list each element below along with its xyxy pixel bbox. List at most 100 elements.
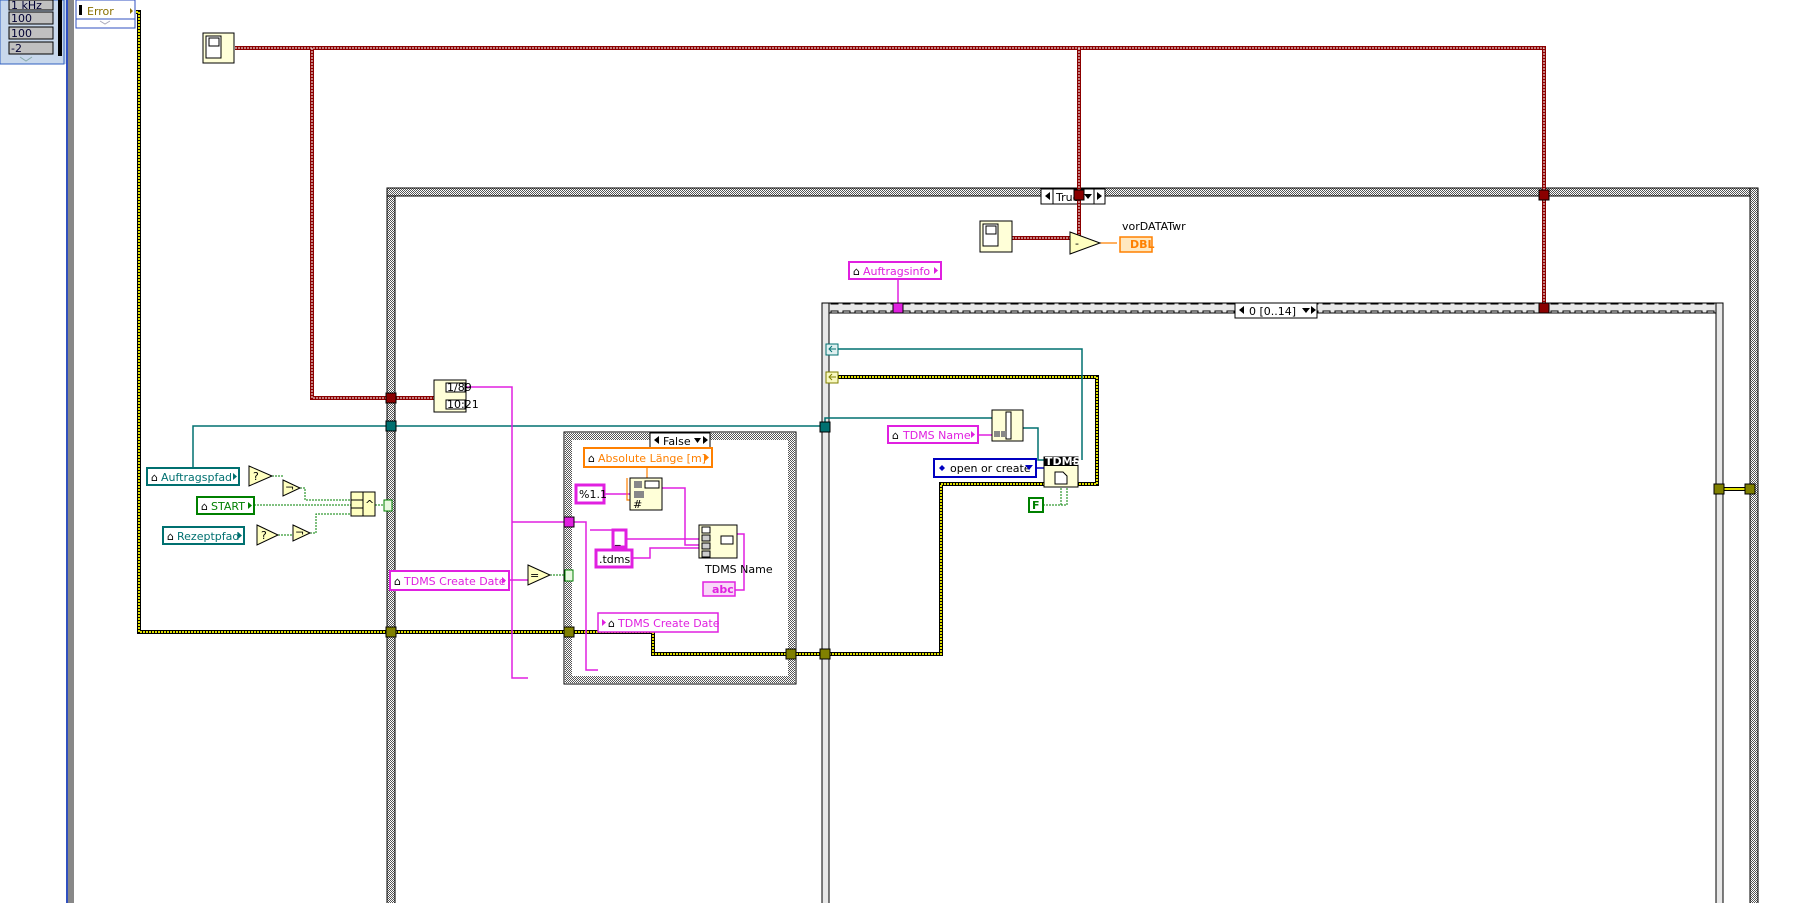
not-node[interactable]: ¬ xyxy=(292,524,312,542)
tdms-name-local[interactable]: ⌂ TDMS Name xyxy=(887,425,979,444)
error-tunnel xyxy=(819,648,831,660)
chevron-down-icon xyxy=(99,20,111,25)
home-icon: ⌂ xyxy=(167,530,174,543)
local-label: TDMS Create Date xyxy=(403,575,506,588)
indicator-type: abc xyxy=(712,583,734,596)
scrollbar-divider[interactable] xyxy=(68,0,74,903)
format-into-string-node[interactable]: # xyxy=(629,477,663,511)
timestamp-tunnel xyxy=(1538,302,1550,314)
case-selector-terminal xyxy=(564,569,574,582)
increment-arrow-icon[interactable] xyxy=(1311,306,1316,314)
start-local[interactable]: ⌂ START xyxy=(196,496,255,515)
dropdown-arrow-icon[interactable] xyxy=(1084,194,1092,199)
home-icon: ⌂ xyxy=(892,429,899,442)
sequence-selector-label: 0 [0..14] xyxy=(1249,305,1296,318)
case-selector-true[interactable]: True xyxy=(1040,188,1106,205)
tunnels xyxy=(383,189,1756,660)
constant-value: %1.1 xyxy=(579,488,607,501)
vordatatwr-label: vorDATATwr xyxy=(1122,220,1186,233)
numeric-control-3[interactable]: 100 xyxy=(8,26,54,40)
increment-arrow-icon[interactable] xyxy=(703,436,708,444)
empty-path-node[interactable]: ? xyxy=(248,465,274,487)
build-path-node[interactable] xyxy=(991,409,1024,442)
auftragsinfo-local[interactable]: ⌂ Auftragsinfo xyxy=(848,261,942,280)
tdms-create-date-local[interactable]: ⌂ TDMS Create Date xyxy=(389,570,510,591)
rezeptpfad-local[interactable]: ⌂ Rezeptpfad xyxy=(162,526,245,545)
shift-register-error xyxy=(825,371,839,384)
decrement-arrow-icon[interactable] xyxy=(1239,306,1244,314)
decrement-arrow-icon[interactable] xyxy=(1045,192,1050,200)
svg-text:#: # xyxy=(633,498,642,511)
home-icon: ⌂ xyxy=(394,575,401,588)
vordatatwr-indicator[interactable]: DBL xyxy=(1119,236,1155,253)
absolute-laenge-local[interactable]: ⌂ Absolute Länge [m] xyxy=(583,447,713,468)
time-format-sample: 10:21 xyxy=(447,398,479,411)
sequence-selector[interactable]: 0 [0..14] xyxy=(1234,302,1318,319)
increment-arrow-icon[interactable] xyxy=(1097,192,1102,200)
svg-text:?: ? xyxy=(261,529,267,542)
equal-node[interactable]: = xyxy=(527,564,552,586)
home-icon: ⌂ xyxy=(588,452,595,465)
svg-text:¬: ¬ xyxy=(295,526,304,539)
numeric-control-2[interactable]: 100 xyxy=(8,11,54,25)
empty-path-node[interactable]: ? xyxy=(256,524,280,546)
tdms-extension-constant[interactable]: .tdms xyxy=(594,548,634,569)
local-label: START xyxy=(211,500,245,513)
expand-chevron-icon[interactable] xyxy=(19,56,33,62)
home-icon: ⌂ xyxy=(608,617,615,630)
case-selector-label: False xyxy=(663,435,691,448)
decrement-arrow-icon[interactable] xyxy=(654,436,659,444)
constant-value: F xyxy=(1032,499,1040,512)
front-panel-strip: 1 kHz 100 100 -2 xyxy=(0,0,66,65)
path-tunnel xyxy=(385,420,397,432)
subtract-node[interactable]: - xyxy=(1069,231,1102,255)
svg-text:?: ? xyxy=(253,470,259,483)
home-icon: ⌂ xyxy=(201,500,208,513)
home-icon: ⌂ xyxy=(853,265,860,278)
svg-text:¬: ¬ xyxy=(285,481,294,494)
tdms-create-date-write-local[interactable]: ⌂ TDMS Create Date xyxy=(597,612,720,633)
tdms-name-indicator-label: TDMS Name xyxy=(704,563,773,576)
string-tunnel xyxy=(892,302,904,314)
format-date-time-node[interactable]: 1/89 10:21 xyxy=(433,379,479,413)
case-selector-terminal xyxy=(383,499,393,512)
auftragspfad-local[interactable]: ⌂ Auftragspfad xyxy=(146,467,240,486)
open-or-create-enum[interactable]: open or create xyxy=(933,458,1037,478)
local-label: Auftragspfad xyxy=(161,471,232,484)
underscore-constant[interactable]: _ xyxy=(611,528,628,549)
numeric-control-1[interactable]: 1 kHz xyxy=(8,0,54,12)
error-cluster[interactable]: Error xyxy=(75,0,136,29)
file-icon xyxy=(1054,471,1068,485)
enum-value: open or create xyxy=(950,462,1031,475)
constant-value: _ xyxy=(614,533,621,546)
case-structure-outer[interactable] xyxy=(386,187,1759,903)
error-tunnel xyxy=(1713,483,1725,495)
timestamp-tunnel xyxy=(1538,189,1550,201)
error-tunnel xyxy=(385,626,397,638)
increment-decrement-icon[interactable] xyxy=(939,465,945,471)
svg-text:-: - xyxy=(1075,237,1079,250)
case-selector-false[interactable]: False xyxy=(649,432,711,449)
local-label: Rezeptpfad xyxy=(177,530,239,543)
format-string-constant[interactable]: %1.1 xyxy=(574,483,607,505)
tdms-open-node[interactable]: TDMS xyxy=(1043,455,1081,488)
false-constant[interactable]: F xyxy=(1028,497,1044,513)
get-date-time-node[interactable] xyxy=(202,32,235,64)
not-node[interactable]: ¬ xyxy=(282,479,302,497)
string-tunnel xyxy=(563,516,575,528)
path-tunnel xyxy=(819,421,831,433)
indicator-type: DBL xyxy=(1130,238,1155,251)
tdms-header: TDMS xyxy=(1045,455,1081,468)
local-label: Auftragsinfo xyxy=(863,265,930,278)
dropdown-arrow-icon[interactable] xyxy=(694,438,701,443)
stacked-sequence[interactable] xyxy=(821,302,1724,903)
wires xyxy=(136,10,1750,679)
dropdown-arrow-icon[interactable] xyxy=(1025,465,1033,470)
get-date-time-node-2[interactable] xyxy=(979,220,1013,253)
tdms-name-indicator[interactable]: abc xyxy=(702,581,736,597)
concatenate-strings-node[interactable] xyxy=(698,524,738,559)
local-label: TDMS Create Date xyxy=(617,617,720,630)
compound-and-node[interactable]: ^ xyxy=(350,491,376,517)
dropdown-arrow-icon[interactable] xyxy=(1302,308,1310,313)
numeric-control-4[interactable]: -2 xyxy=(8,41,54,55)
